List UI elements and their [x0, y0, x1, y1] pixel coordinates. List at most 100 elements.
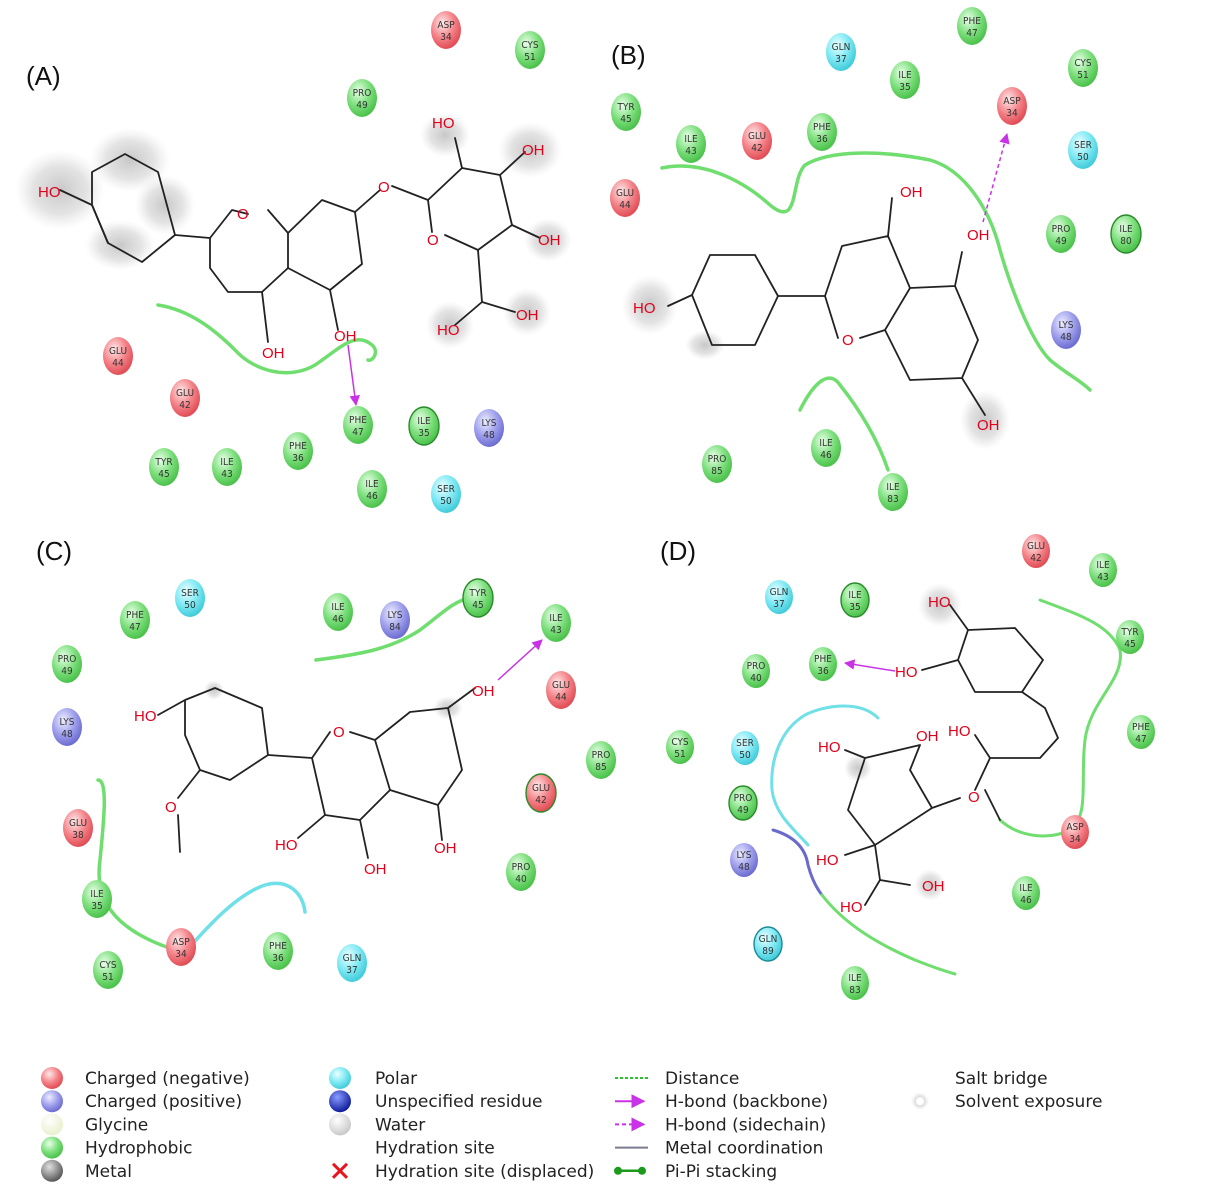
residue-sphere: [742, 122, 772, 160]
residue-sphere: [765, 580, 793, 614]
residue-sphere: [840, 582, 870, 618]
residue-name: CYS: [671, 737, 689, 748]
residue-name: GLN: [770, 587, 789, 598]
residue-name: ILE: [365, 479, 379, 490]
residue-sphere: [730, 843, 758, 877]
residue-name: ILE: [819, 438, 833, 449]
pocket-contour-c3: [183, 881, 307, 954]
residue-number: 51: [1077, 70, 1088, 81]
residue-sphere: [63, 809, 93, 847]
legend-item-h-bond-sidechain: H-bond (sidechain): [615, 1115, 826, 1135]
residue-name: PRO: [747, 661, 766, 672]
legend-item-glycine: Glycine: [41, 1113, 148, 1136]
residue-number: 45: [472, 600, 483, 611]
residue-number: 49: [737, 805, 749, 816]
legend-label: Hydration site (displaced): [375, 1162, 594, 1182]
residue-sphere: [997, 87, 1027, 125]
residue-sphere: [666, 730, 694, 764]
pocket-contour-b2: [798, 376, 890, 472]
legend-item-solvent-exposure: Solvent exposure: [911, 1092, 1102, 1112]
legend-label: Charged (negative): [85, 1069, 250, 1089]
atom-ho-d3: HO: [948, 723, 971, 740]
legend-label: Charged (positive): [85, 1092, 242, 1112]
residue-name: GLU: [552, 680, 570, 691]
residue-name: GLU: [1027, 541, 1045, 552]
legend-sphere-icon: [41, 1090, 63, 1113]
residue-name: ASP: [172, 937, 190, 948]
residue-sphere: [957, 7, 987, 45]
residue-name: PRO: [512, 862, 531, 873]
residue-number: 51: [102, 972, 113, 983]
pocket-contour-d3: [820, 893, 957, 976]
residue-number: 85: [711, 466, 722, 477]
residue-number: 46: [366, 491, 378, 502]
residue-sphere: [474, 409, 504, 447]
residue-number: 51: [674, 749, 685, 760]
residue-sphere: [175, 579, 205, 617]
residue-sphere: [753, 926, 783, 962]
residue-name: CYS: [1074, 58, 1092, 69]
residue-sphere: [1110, 214, 1142, 254]
residue-number: 45: [158, 469, 169, 480]
residue-number: 50: [184, 600, 196, 611]
residue-name: PHE: [813, 122, 831, 133]
residue-sphere: [408, 406, 440, 446]
residue-sphere: [1012, 876, 1040, 910]
atom-ho-d4: HO: [818, 739, 841, 756]
residue-sphere: [1046, 215, 1076, 253]
residue-sphere: [103, 337, 133, 375]
atom-ho-a1: HO: [38, 184, 61, 201]
residue-number: 44: [112, 358, 124, 369]
residue-sphere: [283, 432, 313, 470]
residue-number: 34: [175, 949, 187, 960]
residue-sphere: [431, 11, 461, 49]
legend-sphere-icon: [41, 1113, 63, 1136]
atom-ho-c2: HO: [275, 837, 298, 854]
residue-sphere: [728, 785, 758, 821]
residue-number: 35: [91, 901, 102, 912]
atom-ho-c1: HO: [134, 708, 157, 725]
residue-name: GLU: [532, 783, 550, 794]
atom-oh-c3: OH: [434, 840, 457, 857]
residue-number: 83: [849, 985, 860, 996]
residue-number: 46: [1020, 895, 1032, 906]
legend-label: Solvent exposure: [955, 1092, 1102, 1112]
residue-name: TYR: [468, 588, 486, 599]
residue-name: ILE: [331, 602, 345, 613]
hbond-d: [843, 659, 896, 672]
pocket-contour-d1: [998, 598, 1122, 838]
residue-number: 89: [762, 946, 774, 957]
residue-number: 84: [389, 622, 401, 633]
atom-oh-a1: OH: [262, 345, 285, 362]
atom-oh-b1: OH: [900, 184, 923, 201]
residue-sphere: [586, 741, 616, 779]
residue-name: SER: [1074, 140, 1092, 151]
residue-sphere: [541, 604, 571, 642]
residue-name: ILE: [1096, 560, 1110, 571]
atom-oh-d1: OH: [916, 728, 939, 745]
residue-name: LYS: [482, 418, 497, 429]
residue-name: ASP: [1003, 96, 1021, 107]
residue-sphere: [52, 708, 82, 746]
solvent-exposure-halos-a: [15, 113, 572, 349]
